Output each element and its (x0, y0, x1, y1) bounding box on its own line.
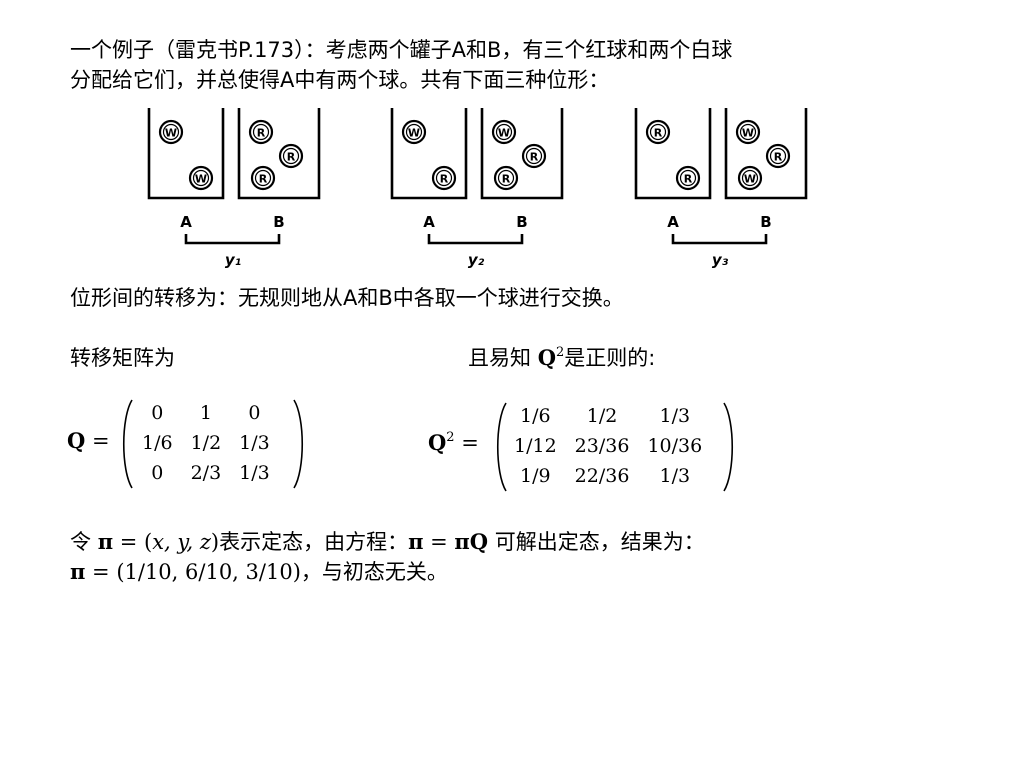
jar-a-outline (634, 108, 712, 200)
red-ball-icon: R (675, 165, 701, 191)
matrix-cell: 0 (151, 462, 164, 484)
conclusion-line-2: π = (1/10, 6/10, 3/10)，与初态无关。 (70, 559, 448, 584)
red-ball-icon: R (431, 165, 457, 191)
configuration-label: y₃ (712, 251, 729, 269)
matrix-q-table: 0 1 0 1/6 1/2 1/3 0 2/3 1/3 (133, 398, 279, 488)
intro-line-2: 分配给它们，并总使得A中有两个球。共有下面三种位形： (70, 68, 610, 92)
configuration-label: y₂ (468, 251, 485, 269)
svg-text:W: W (498, 127, 510, 140)
matrix-row: 1/6 1/2 1/3 (505, 401, 711, 431)
matrix-cell: 1 (199, 402, 212, 424)
matrix-q-caption: 转移矩阵为 (70, 346, 175, 370)
matrix-q2-lhs: Q2 = (428, 430, 479, 455)
matrix-cell: 0 (248, 402, 261, 424)
matrix-cell: 1/3 (239, 432, 270, 454)
jar-a-outline (390, 108, 468, 200)
red-ball-icon: R (250, 165, 276, 191)
bracket (671, 234, 768, 245)
jar-a-label: A (423, 213, 435, 231)
matrix-cell: 1/3 (239, 462, 270, 484)
transition-text: 位形间的转移为：无规则地从A和B中各取一个球进行交换。 (70, 286, 624, 310)
matrix-cell: 1/6 (142, 432, 173, 454)
svg-text:R: R (287, 151, 296, 164)
jar-configuration: W R W R R A By₂ (390, 108, 564, 269)
red-ball-icon: R (765, 143, 791, 169)
jar-configuration: W W R R R A By₁ (147, 108, 321, 269)
matrix-row: 1/9 22/36 1/3 (505, 461, 711, 491)
right-paren-icon (723, 402, 734, 492)
matrix-cell: 1/12 (514, 435, 557, 457)
white-ball-icon: W (737, 165, 763, 191)
matrix-cell: 10/36 (647, 435, 703, 457)
matrix-row: 1/12 23/36 10/36 (505, 431, 711, 461)
matrix-cell: 0 (151, 402, 164, 424)
white-ball-icon: W (188, 165, 214, 191)
svg-text:R: R (440, 173, 449, 186)
red-ball-icon: R (645, 119, 671, 145)
matrix-q2: 1/6 1/2 1/3 1/12 23/36 10/36 1/9 22/36 1/3 (494, 401, 738, 493)
matrix-cell: 2/3 (190, 462, 222, 484)
matrix-q: 0 1 0 1/6 1/2 1/3 0 2/3 1/3 (120, 398, 306, 490)
svg-text:R: R (502, 173, 511, 186)
bracket (184, 234, 281, 245)
matrix-cell: 1/9 (520, 465, 551, 487)
matrix-q2-table: 1/6 1/2 1/3 1/12 23/36 10/36 1/9 22/36 1/3 (505, 401, 711, 491)
jar-b-label: B (760, 213, 771, 231)
svg-text:R: R (684, 173, 693, 186)
matrix-cell: 1/2 (190, 432, 222, 454)
jar-a-label: A (180, 213, 192, 231)
matrix-row: 0 1 0 (133, 398, 279, 428)
matrix-cell: 1/3 (659, 405, 691, 427)
left-paren-icon (496, 402, 507, 492)
jar-b-label: B (273, 213, 284, 231)
left-paren-icon (122, 399, 133, 489)
white-ball-icon: W (158, 119, 184, 145)
matrix-q2-caption: 且易知 Q2是正则的: (468, 345, 656, 370)
jar-diagram: W W R R R A By₁ W R W R R A By₂ R R W R W A By₃ (147, 108, 808, 269)
jar-b-outline (724, 108, 808, 200)
jar-b-label: B (516, 213, 527, 231)
svg-text:R: R (257, 127, 266, 140)
white-ball-icon: W (401, 119, 427, 145)
svg-text:R: R (774, 151, 783, 164)
matrix-row: 1/6 1/2 1/3 (133, 428, 279, 458)
matrix-cell: 23/36 (574, 435, 630, 457)
svg-text:R: R (259, 173, 268, 186)
red-ball-icon: R (278, 143, 304, 169)
jar-b-outline (480, 108, 564, 200)
matrix-cell: 1/6 (520, 405, 551, 427)
matrix-cell: 1/3 (659, 465, 691, 487)
svg-text:R: R (654, 127, 663, 140)
red-ball-icon: R (493, 165, 519, 191)
white-ball-icon: W (491, 119, 517, 145)
svg-text:W: W (744, 173, 756, 186)
jar-a-outline (147, 108, 225, 200)
jar-configuration: R R W R W A By₃ (634, 108, 808, 269)
svg-text:W: W (408, 127, 420, 140)
red-ball-icon: R (521, 143, 547, 169)
conclusion-line-1: 令 π = (x, y, z)表示定态，由方程：π = πQ 可解出定态，结果为… (70, 529, 705, 554)
red-ball-icon: R (248, 119, 274, 145)
jar-b-outline (237, 108, 321, 200)
white-ball-icon: W (735, 119, 761, 145)
svg-text:W: W (165, 127, 177, 140)
svg-text:R: R (530, 151, 539, 164)
matrix-row: 0 2/3 1/3 (133, 458, 279, 488)
matrix-q-lhs: Q = (67, 428, 110, 453)
svg-text:W: W (195, 173, 207, 186)
intro-line-1: 一个例子（雷克书P.173）：考虑两个罐子A和B，有三个红球和两个白球 (70, 38, 733, 62)
matrix-cell: 1/2 (586, 405, 618, 427)
configuration-label: y₁ (225, 251, 241, 269)
right-paren-icon (293, 399, 304, 489)
jar-a-label: A (667, 213, 679, 231)
bracket (427, 234, 524, 245)
svg-text:W: W (742, 127, 754, 140)
matrix-cell: 22/36 (574, 465, 630, 487)
